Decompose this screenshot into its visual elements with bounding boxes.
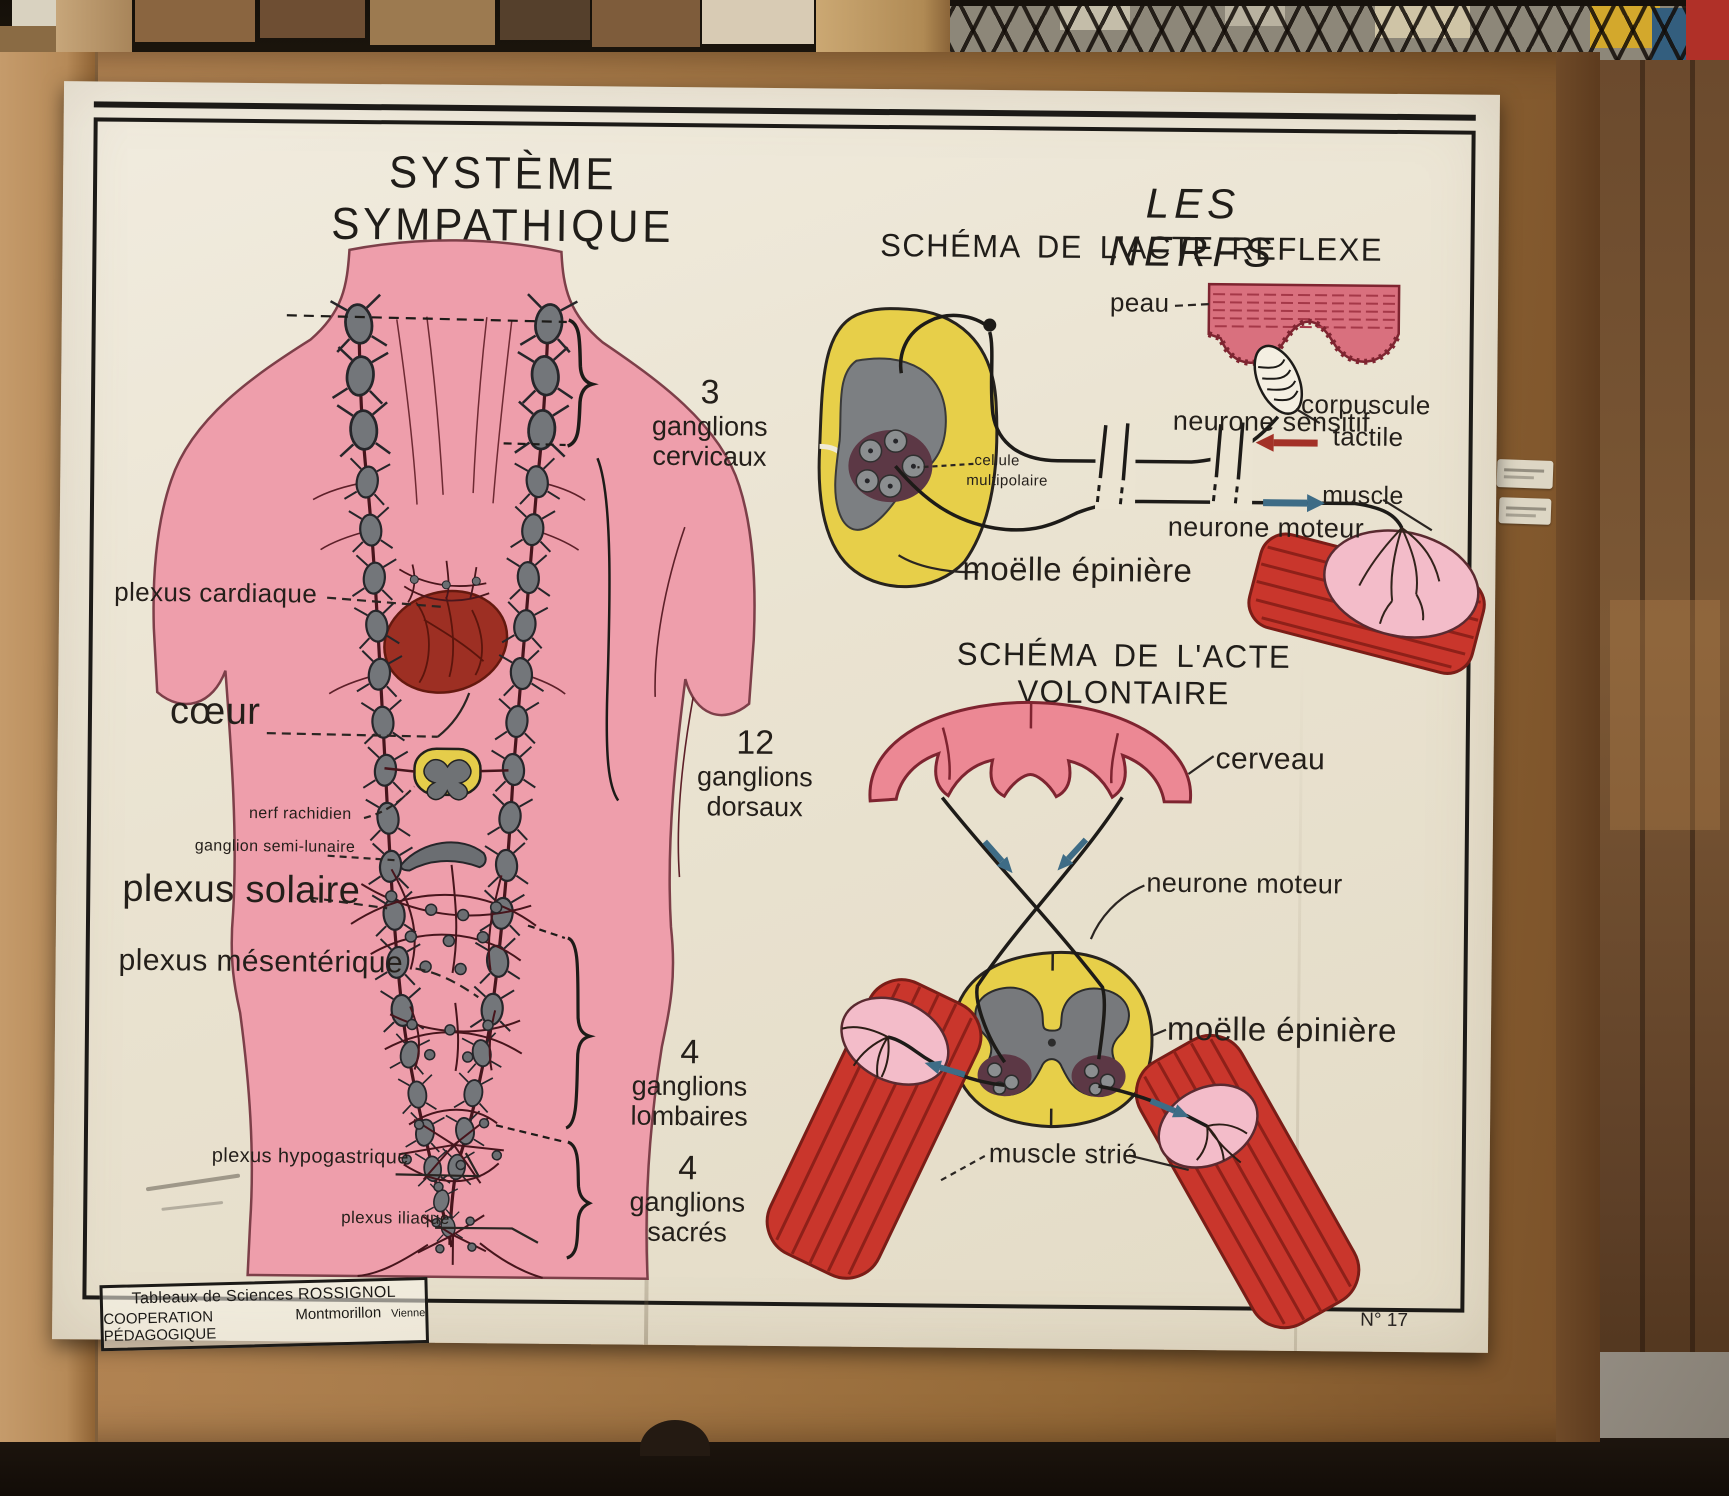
label-plexus-solaire: plexus solaire <box>122 867 361 913</box>
label-moelle-epiniere-reflex: moëlle épinière <box>962 549 1193 589</box>
wooden-post <box>56 0 132 62</box>
credit-place: Montmorillon <box>295 1304 382 1324</box>
publisher-credit: Tableaux de Sciences ROSSIGNOL COOPERATI… <box>99 1276 430 1352</box>
label-cellule: cellule <box>974 451 1020 470</box>
label-group-lombaires: 4 ganglions lombaires <box>630 1033 748 1133</box>
storage-box <box>500 0 590 40</box>
wall-label-sticker <box>1498 497 1552 525</box>
reflex-subtitle: SCHÉMA DE L'ACTE REFLEXE <box>880 226 1384 268</box>
stored-papers <box>12 0 57 28</box>
label-muscle: muscle <box>1322 481 1404 511</box>
label-corpuscule: corpuscule <box>1300 389 1431 421</box>
credit-line2: COOPERATION PÉDAGOGIQUE Montmorillon Vie… <box>103 1303 426 1345</box>
sensory-direction-arrow <box>1255 433 1318 452</box>
side-wall <box>1596 60 1729 1496</box>
poster-border-topline <box>93 101 1476 121</box>
reflex-arc-illustration <box>817 282 1486 675</box>
poster: SYSTÈME SYMPATHIQUE LES NERFS SCHÉMA DE … <box>51 81 1501 1353</box>
label-muscle-strie: muscle strié <box>988 1138 1138 1170</box>
label-plexus-iliaque: plexus iliaque <box>341 1207 450 1228</box>
label-moelle-epiniere-voluntary: moëlle épinière <box>1166 1009 1398 1049</box>
label-plexus-cardiaque: plexus cardiaque <box>114 576 318 609</box>
credit-cooperation: COOPERATION PÉDAGOGIQUE <box>103 1308 217 1346</box>
red-box <box>1686 0 1729 62</box>
label-multipolaire: multipolaire <box>966 471 1048 490</box>
frame-notch <box>640 1420 710 1456</box>
sympathetic-system-illustration <box>152 239 756 1281</box>
label-tactile: tactile <box>1332 421 1404 453</box>
storage-box <box>370 0 495 45</box>
label-coeur: cœur <box>169 690 261 734</box>
plank-seam <box>1690 60 1695 1496</box>
voluntary-act-illustration <box>765 700 1361 1330</box>
label-group-cervicaux: 3 ganglions cervicaux <box>651 373 768 473</box>
plank-seam <box>1640 60 1645 1496</box>
label-cerveau: cerveau <box>1215 742 1326 777</box>
wall-highlight <box>1610 600 1720 830</box>
label-plexus-hypogastrique: plexus hypogastrique <box>211 1144 409 1169</box>
storage-box <box>260 0 365 38</box>
label-peau: peau <box>1109 287 1170 318</box>
wall-label-sticker <box>1496 459 1554 489</box>
label-group-sacres: 4 ganglions sacrés <box>629 1149 746 1248</box>
frame-right-board <box>1556 52 1600 1442</box>
label-nerf-rachidien: nerf rachidien <box>248 804 352 823</box>
label-neurone-moteur-reflex: neurone moteur <box>1167 511 1365 544</box>
label-plexus-mesenterique: plexus mésentérique <box>118 943 404 980</box>
floor-shadow-strip <box>0 1438 1729 1496</box>
storage-box <box>135 0 255 42</box>
label-neurone-moteur-voluntary: neurone moteur <box>1146 867 1343 900</box>
motor-direction-arrow <box>1263 494 1326 513</box>
credit-region: Vienne <box>391 1307 426 1320</box>
plate-number: N° 17 <box>1360 1309 1409 1332</box>
storage-box <box>592 0 700 47</box>
storage-box <box>702 0 814 44</box>
label-ganglion-semi-lunaire: ganglion semi-lunaire <box>194 837 356 856</box>
